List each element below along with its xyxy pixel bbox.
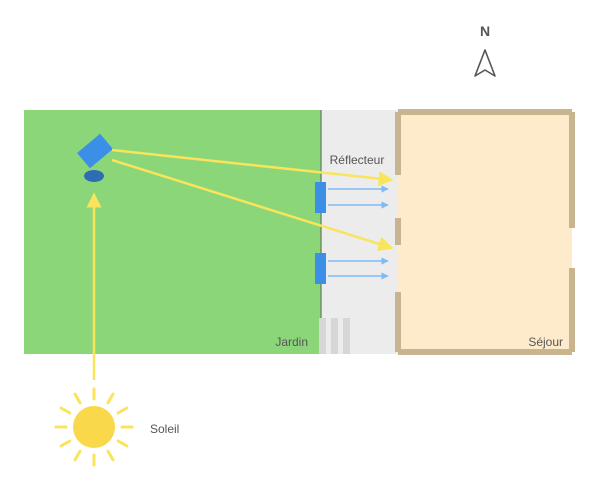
garden-label: Jardin [275,335,308,349]
heliostat-base [84,170,104,182]
sun-rays [54,387,134,467]
reflected-beam-upper [111,148,394,187]
sun-ray [116,406,129,415]
reflected-beam-lower [111,158,394,252]
north-label: N [480,23,490,39]
heliostat-mirror [77,133,113,169]
path-area [322,110,398,354]
reflector-panel-upper [315,182,326,213]
sun-ray [116,439,129,448]
living-room-walls [395,109,575,355]
sun-ray [106,392,115,405]
reflector-label: Réflecteur [330,153,385,167]
reflector-panel-lower [315,253,326,284]
sun-ray [73,392,82,405]
step [343,318,350,354]
living-room-floor [398,112,572,352]
step [331,318,338,354]
reflected-light-arrows [328,185,389,280]
sun-ray [106,449,115,462]
sun-ray [59,439,72,448]
step [319,318,326,354]
north-indicator: N [474,23,496,77]
sun-label: Soleil [150,422,179,436]
heliostat-icon [77,133,113,182]
living-room-label: Séjour [528,335,563,349]
sun-icon [54,387,134,467]
sun-ray [59,406,72,415]
north-arrow-icon [474,49,496,77]
garden-area [24,110,321,354]
sun-ray [73,449,82,462]
sun-disc [73,406,115,448]
